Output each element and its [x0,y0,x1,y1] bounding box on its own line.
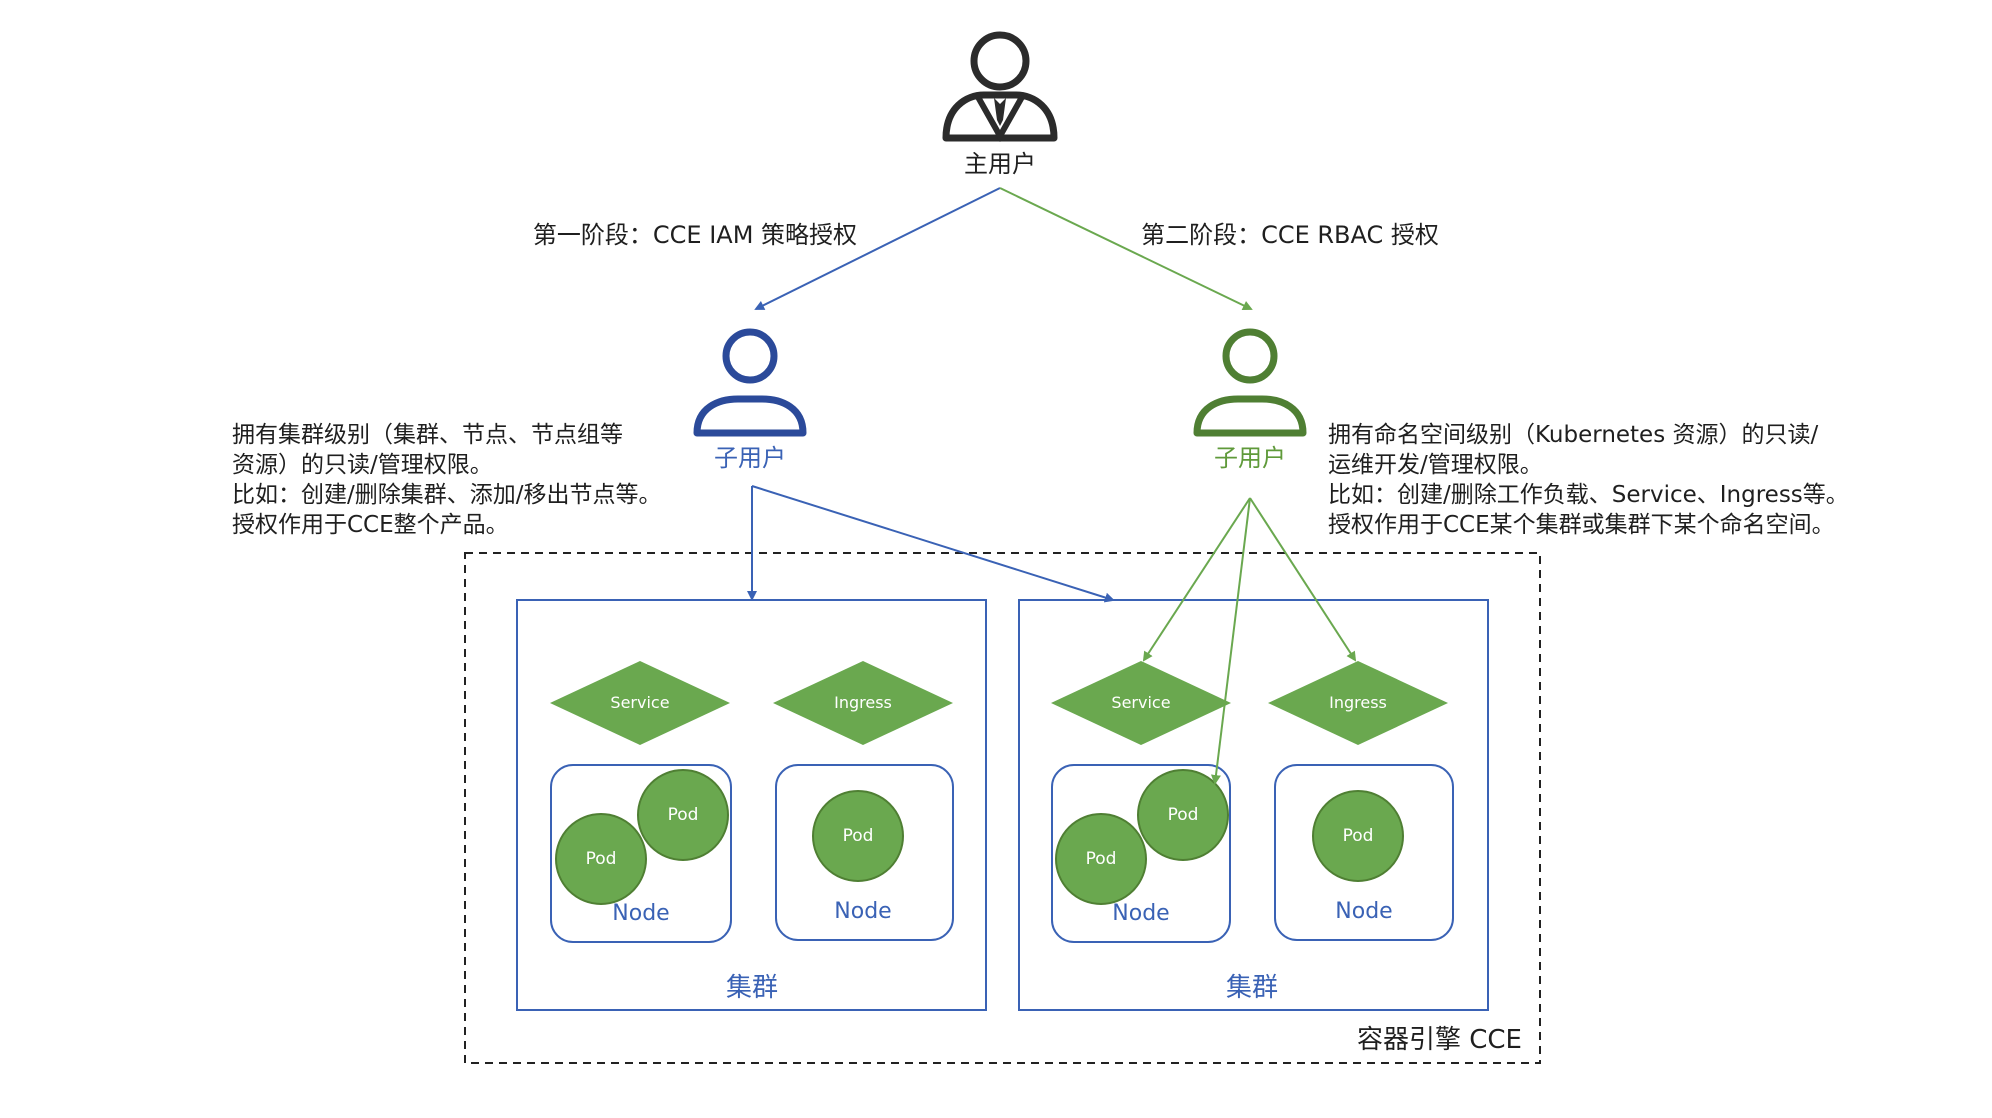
service-diamond [1051,661,1231,745]
node-label: Node [834,899,891,924]
arrow-to-ingress [1249,497,1357,662]
cluster-left: Service Ingress Pod Pod Node Pod Node 集群 [516,599,987,1011]
cce-label: 容器引擎 CCE [1357,1025,1522,1055]
node-label: Node [1335,899,1392,924]
cce-container [464,552,1541,1064]
phase1-label: 第一阶段：CCE IAM 策略授权 [533,221,857,249]
node-box [550,764,732,943]
pod-circle [555,813,647,905]
sub-user-right-label: 子用户 [1214,444,1286,472]
arrow-to-pod [1211,497,1251,785]
sub-user-left-description: 拥有集群级别（集群、节点、节点组等 资源）的只读/管理权限。 比如：创建/删除集… [232,422,662,538]
sub-user-left-label: 子用户 [714,444,786,472]
node-label: Node [1112,901,1169,926]
ingress-diamond [773,661,953,745]
phase1-arrow [754,187,1001,310]
cluster-right: Service Ingress Pod Pod Node Pod Node 集群 [1018,599,1489,1011]
node-box [775,764,954,941]
sub-user-right-icon [1193,328,1307,437]
desc-left-line: 比如：创建/删除集群、添加/移出节点等。 [232,482,662,508]
desc-left-line: 资源）的只读/管理权限。 [232,452,493,478]
main-user-icon [942,31,1058,143]
pod-label: Pod [1086,849,1117,869]
pod-label: Pod [586,849,617,869]
pod-circle [637,769,729,861]
arrow-to-cluster-right [751,485,1115,603]
node-label: Node [612,901,669,926]
pod-circle [1055,813,1147,905]
pod-label: Pod [843,826,874,846]
cluster-box [516,599,987,1011]
phase2-label: 第二阶段：CCE RBAC 授权 [1141,221,1439,249]
cluster-label: 集群 [726,973,778,1003]
cluster-label: 集群 [1226,973,1278,1003]
desc-right-line: 运维开发/管理权限。 [1328,452,1543,478]
right-sub-user-arrows [1142,497,1357,785]
desc-right-line: 拥有命名空间级别（Kubernetes 资源）的只读/ [1328,422,1819,448]
desc-left-line: 授权作用于CCE整个产品。 [232,512,509,538]
node-box [1051,764,1231,943]
main-user-label: 主用户 [964,150,1036,178]
ingress-label: Ingress [1329,693,1387,712]
ingress-diamond [1268,661,1448,745]
sub-user-left-icon [693,328,807,437]
arrow-to-service [1142,497,1251,662]
service-label: Service [1111,693,1170,712]
pod-circle [812,790,904,882]
pod-circle [1312,790,1404,882]
ingress-label: Ingress [834,693,892,712]
left-sub-user-arrows [747,485,1115,603]
pod-circle [1137,769,1229,861]
sub-user-right-description: 拥有命名空间级别（Kubernetes 资源）的只读/ 运维开发/管理权限。 比… [1328,422,1849,538]
pod-label: Pod [1168,805,1199,825]
desc-right-line: 授权作用于CCE某个集群或集群下某个命名空间。 [1328,512,1835,538]
pod-label: Pod [668,805,699,825]
desc-right-line: 比如：创建/删除工作负载、Service、Ingress等。 [1328,482,1849,508]
pod-label: Pod [1343,826,1374,846]
cluster-box [1018,599,1489,1011]
service-label: Service [610,693,669,712]
phase2-arrow [999,187,1253,311]
service-diamond [550,661,730,745]
node-box [1274,764,1454,941]
desc-left-line: 拥有集群级别（集群、节点、节点组等 [232,422,623,448]
